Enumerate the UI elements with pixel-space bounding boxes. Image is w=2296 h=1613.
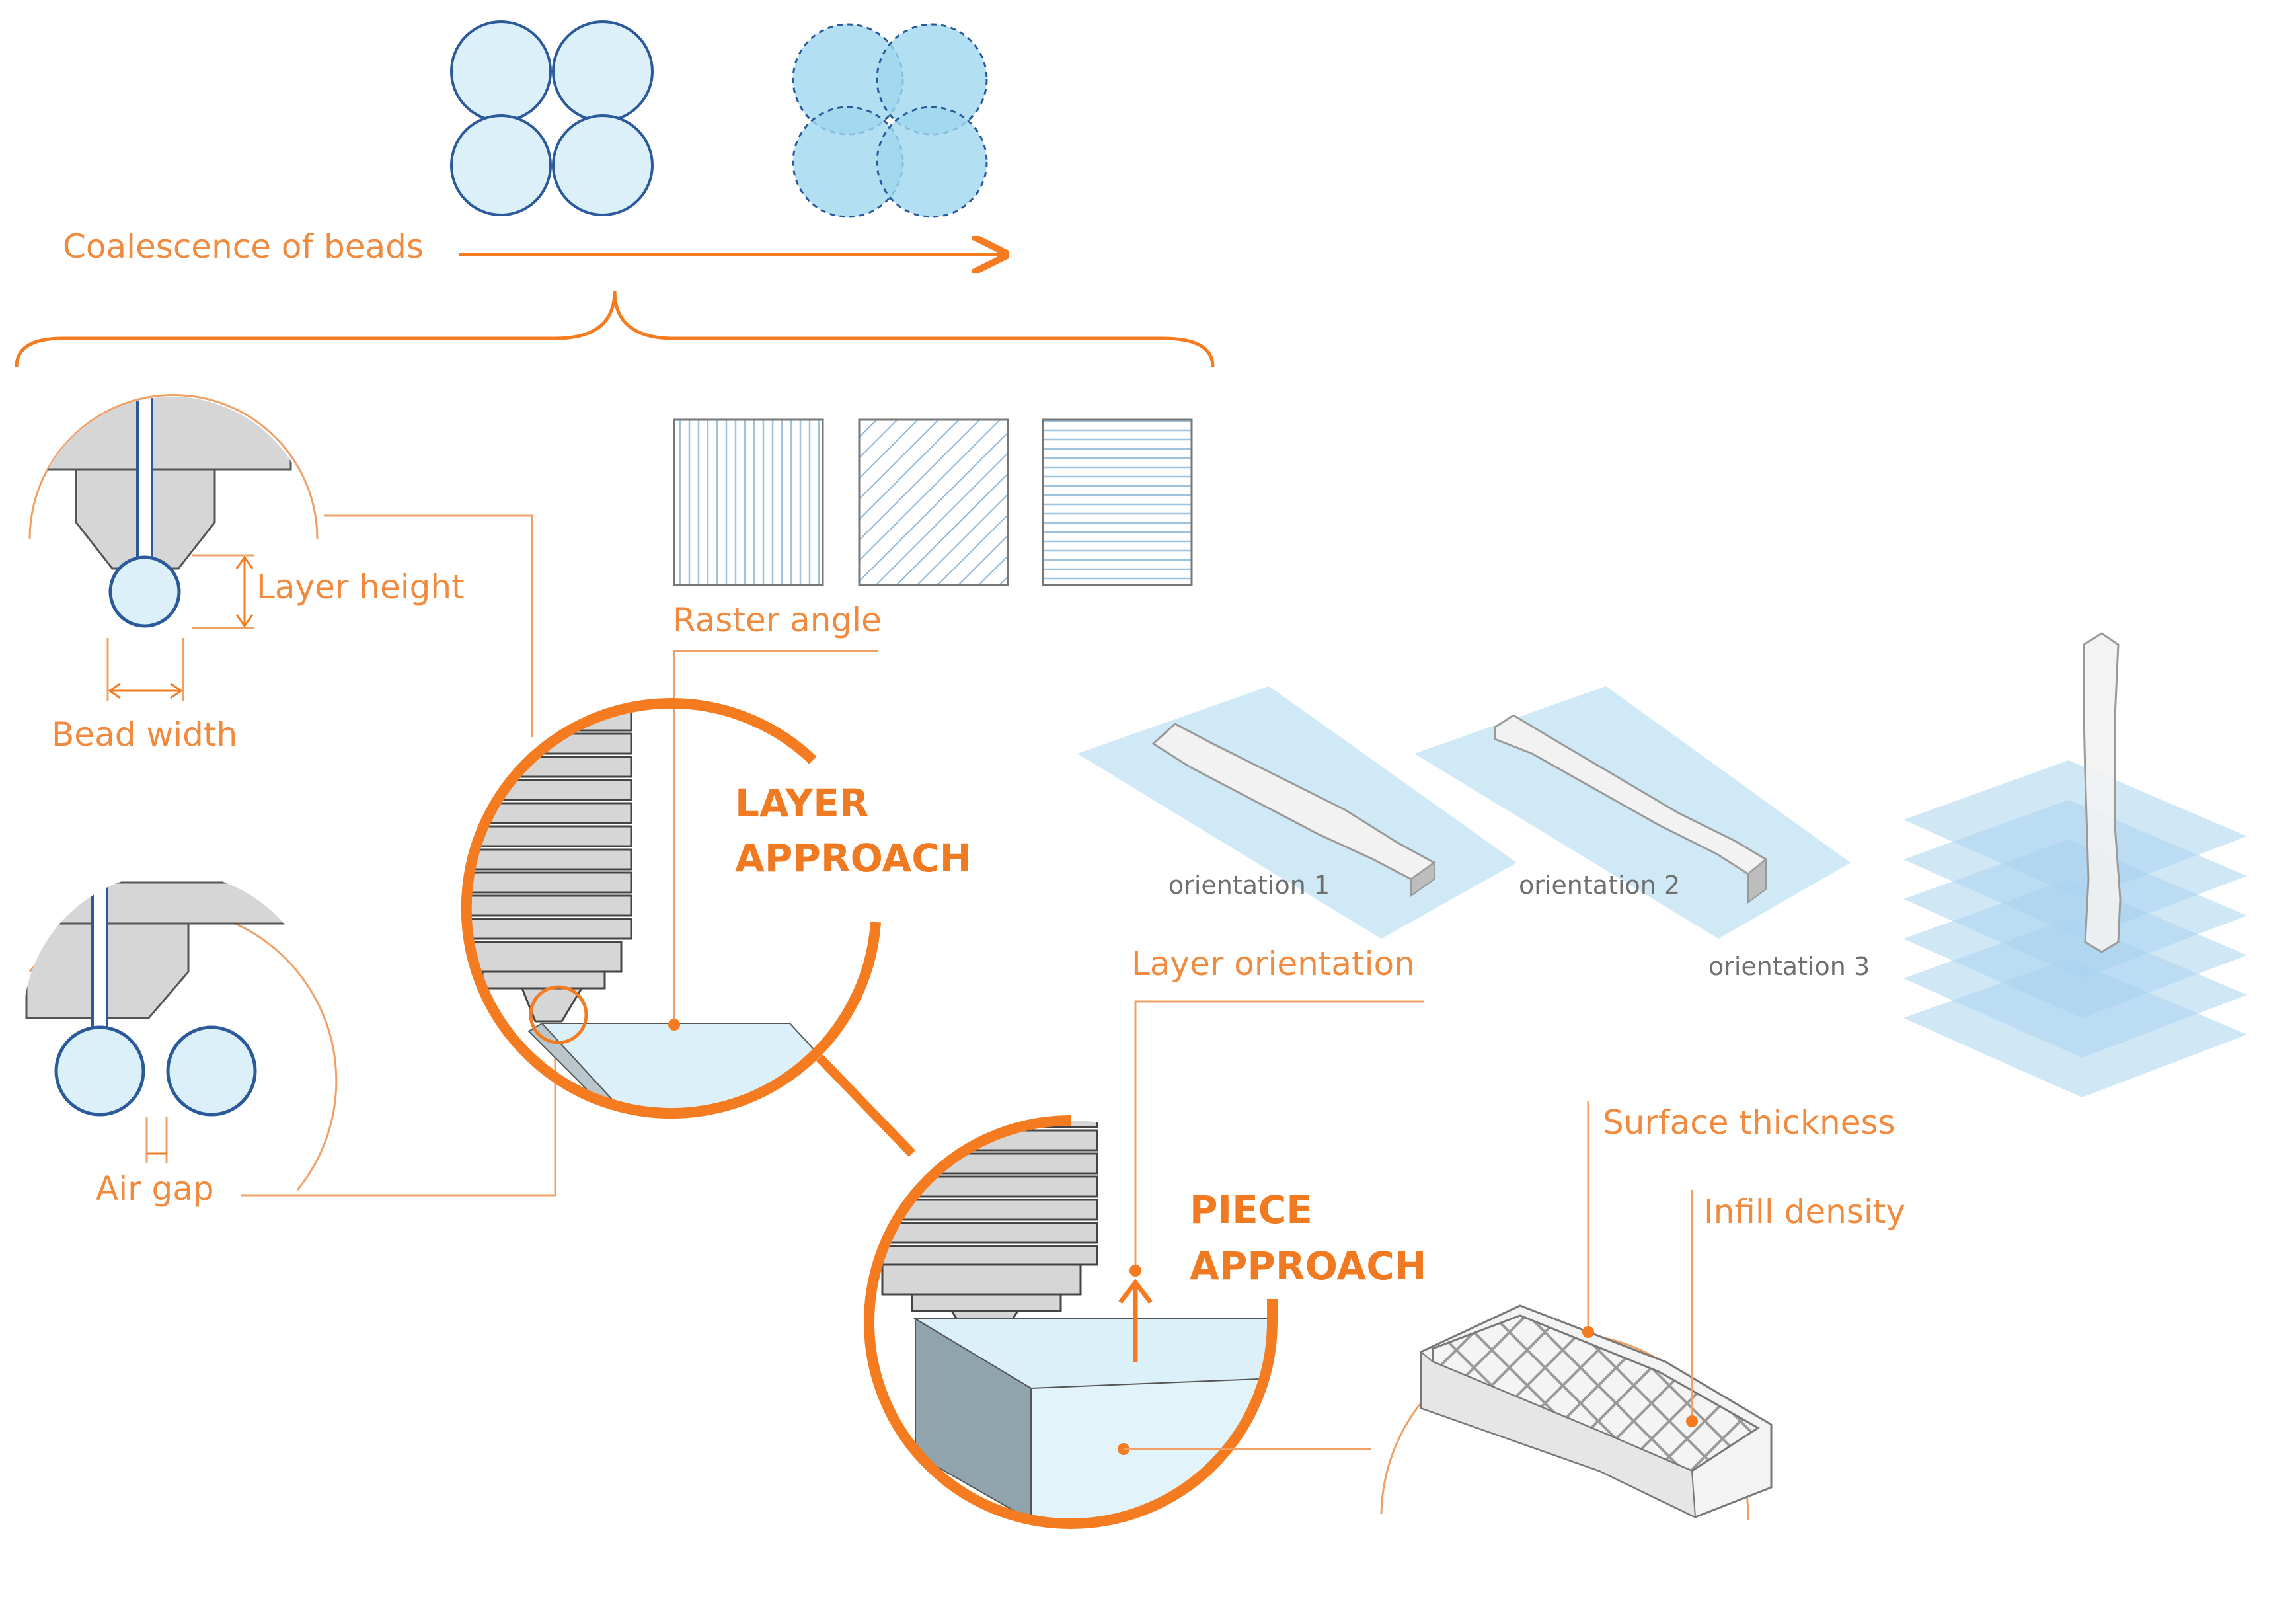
- layer-height-detail: [28, 394, 319, 701]
- layer-approach-circle: [461, 698, 881, 1119]
- layer-orientation-label: Layer orientation: [1131, 945, 1415, 983]
- coalescence-label: Coalescence of beads: [63, 227, 424, 266]
- approach-link: [816, 1054, 916, 1157]
- connector-layer-orientation: [1134, 1000, 1424, 1269]
- bead-width-label: Bead width: [52, 715, 237, 754]
- layer-approach-title-1: LAYER: [735, 781, 869, 826]
- raster-angle-icons: [673, 418, 1193, 586]
- beads-fused-icon: [792, 23, 988, 218]
- raster-vertical-icon: [673, 418, 824, 586]
- air-gap-label: Air gap: [96, 1169, 214, 1208]
- layer-height-label: Layer height: [256, 568, 465, 606]
- piece-approach-title-2: APPROACH: [1190, 1243, 1426, 1288]
- connector-raster-angle: [673, 650, 878, 1025]
- bracket: [15, 290, 1215, 368]
- piece-approach-circle: [864, 1115, 1278, 1529]
- air-gap-detail: [23, 873, 338, 1191]
- connector-layer-height: [324, 514, 533, 737]
- infill-detail: [1380, 1101, 1773, 1521]
- connector-air-gap: [241, 1058, 556, 1197]
- orientation-3-group: [1903, 632, 2247, 1097]
- tensile-specimen-3-icon: [2083, 632, 2122, 953]
- beads-separate-icon: [450, 20, 654, 216]
- orientation-2-group: [1414, 686, 1851, 939]
- layer-approach-title-2: APPROACH: [735, 836, 972, 881]
- orientation-1-group: [1077, 686, 1517, 939]
- orientation-1-label: orientation 1: [1168, 871, 1330, 900]
- raster-horizontal-icon: [1042, 418, 1193, 586]
- orientation-2-label: orientation 2: [1519, 871, 1680, 900]
- infill-part-icon: [1420, 1304, 1773, 1518]
- piece-approach-title-1: PIECE: [1190, 1187, 1313, 1232]
- orientation-3-label: orientation 3: [1708, 952, 1870, 981]
- infill-density-label: Infill density: [1704, 1193, 1905, 1231]
- surface-thickness-label: Surface thickness: [1603, 1103, 1895, 1142]
- raster-diagonal-icon: [858, 418, 1009, 586]
- raster-angle-label: Raster angle: [673, 601, 882, 639]
